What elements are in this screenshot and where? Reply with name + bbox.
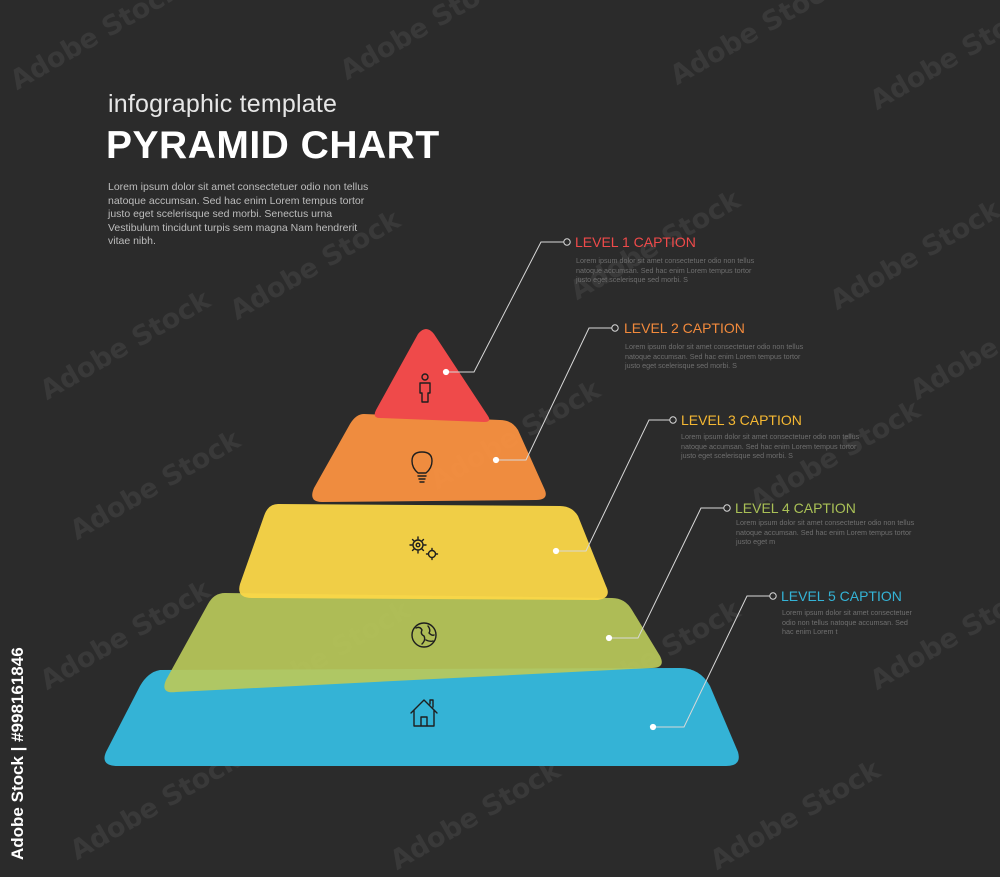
home-icon — [410, 699, 438, 727]
pyramid-level-4 — [164, 593, 662, 693]
gears-icon — [409, 536, 439, 561]
connector-line-1 — [446, 241, 564, 373]
level-4-body: Lorem ipsum dolor sit amet consectetuer … — [736, 518, 915, 547]
level-1-caption: LEVEL 1 CAPTION — [575, 234, 696, 250]
connector-end-ring-1 — [563, 238, 571, 246]
globe-icon — [411, 622, 437, 648]
connector-line-2 — [496, 327, 612, 461]
connector-dot-5 — [649, 723, 657, 731]
level-5-body: Lorem ipsum dolor sit amet consectetuer … — [782, 608, 912, 637]
person-icon — [419, 373, 431, 403]
connector-dot-1 — [442, 368, 450, 376]
connector-end-ring-3 — [669, 416, 677, 424]
connector-end-ring-5 — [769, 592, 777, 600]
level-3-caption: LEVEL 3 CAPTION — [681, 412, 802, 428]
level-1-body: Lorem ipsum dolor sit amet consectetuer … — [576, 256, 755, 285]
connector-end-ring-2 — [611, 324, 619, 332]
level-4-caption: LEVEL 4 CAPTION — [735, 500, 856, 516]
level-3-body: Lorem ipsum dolor sit amet consectetuer … — [681, 432, 860, 461]
pyramid-level-3 — [239, 504, 608, 600]
connector-line-4 — [609, 507, 724, 639]
connector-end-ring-4 — [723, 504, 731, 512]
header-subtitle: infographic template — [108, 90, 338, 118]
connector-dot-2 — [492, 456, 500, 464]
level-2-caption: LEVEL 2 CAPTION — [624, 320, 745, 336]
connector-line-3 — [556, 419, 670, 552]
intro-paragraph: Lorem ipsum dolor sit amet consectetuer … — [108, 181, 369, 247]
connector-line-5 — [653, 595, 770, 728]
connector-dot-4 — [605, 634, 613, 642]
pyramid-level-2 — [312, 414, 546, 502]
lightbulb-icon — [411, 451, 433, 483]
stock-id-label: Adobe Stock | #998161846 — [8, 647, 27, 860]
pyramid-level-1 — [374, 329, 490, 422]
level-5-caption: LEVEL 5 CAPTION — [781, 588, 902, 604]
page-title: PYRAMID CHART — [106, 124, 440, 167]
level-2-body: Lorem ipsum dolor sit amet consectetuer … — [625, 342, 804, 371]
connector-dot-3 — [552, 547, 560, 555]
